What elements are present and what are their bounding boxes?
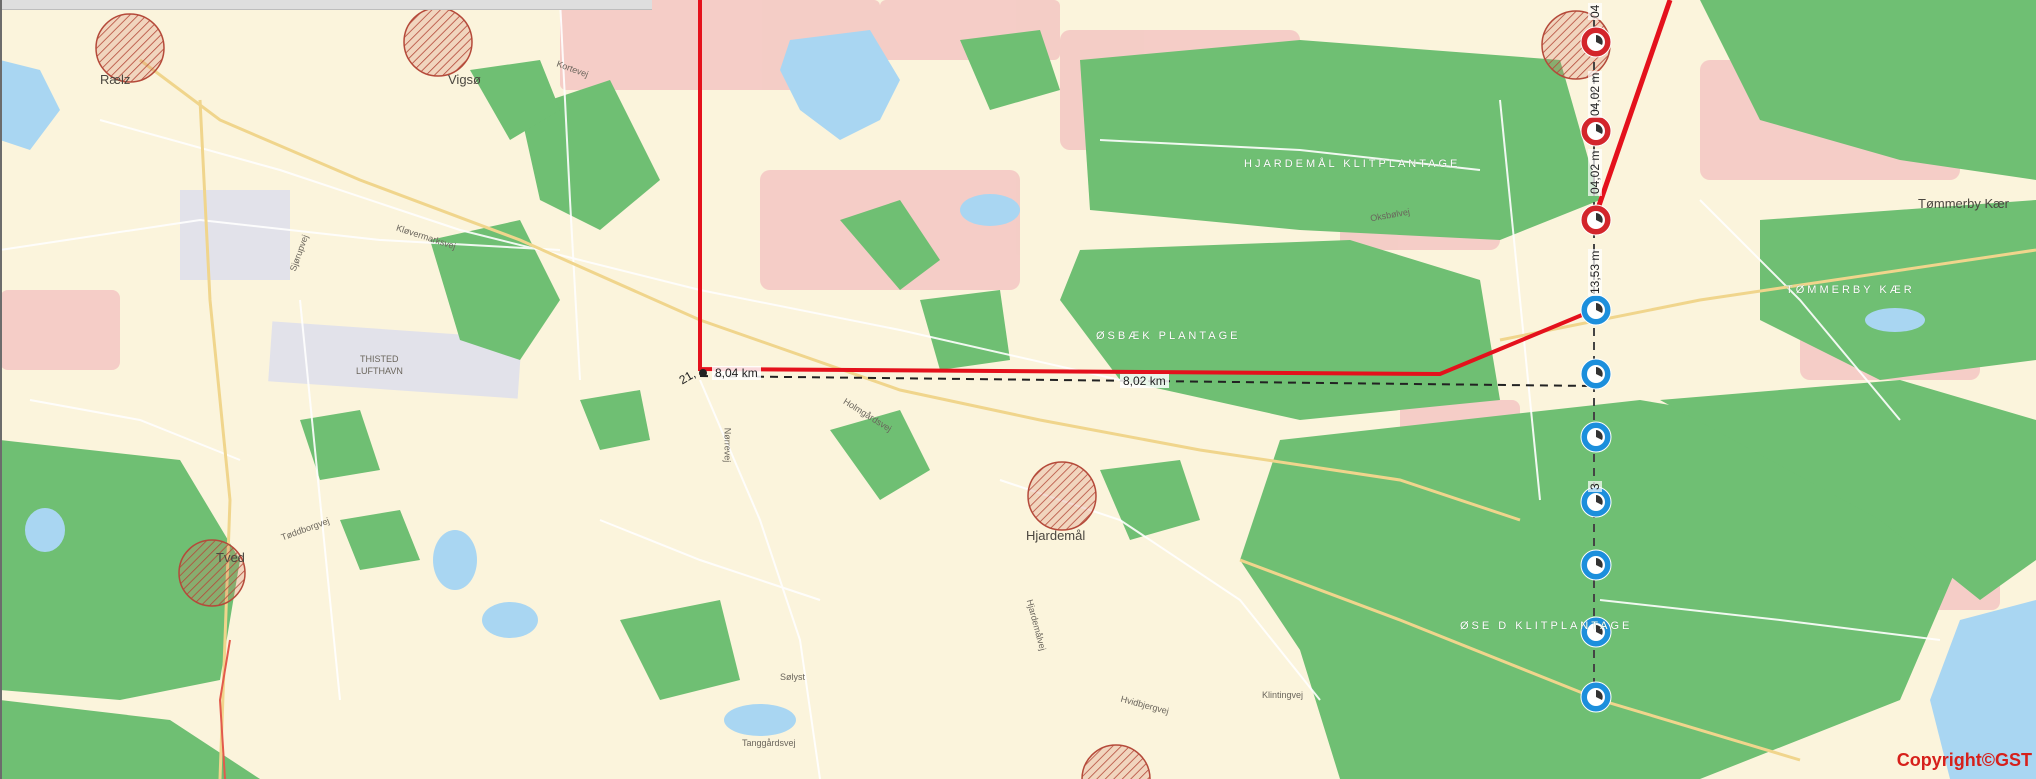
- minor-roads: [0, 0, 1941, 779]
- measure-line-dashed[interactable]: [699, 375, 1595, 387]
- measure-start-point[interactable]: [699, 369, 707, 377]
- marker-group[interactable]: [1580, 26, 1612, 713]
- forest-label-tommerby: TØMMERBY KÆR: [1786, 284, 1915, 296]
- measure-label-horizontal-mid: 8,02 km: [1120, 374, 1169, 388]
- place-label-vigsø: Vigsø: [448, 72, 481, 87]
- measure-label-vertical-a: 04,02 m: [1588, 70, 1602, 118]
- forest-label-oksbol: ØSBÆK PLANTAGE: [1096, 330, 1241, 342]
- road-label: Sølyst: [780, 672, 806, 682]
- airport-area: [180, 190, 522, 399]
- red-marker-needle-1: [1596, 124, 1603, 134]
- measure-label-vertical-d: 3: [1588, 481, 1602, 492]
- main-roads: [139, 58, 2036, 779]
- place-label-airport-1: THISTED: [360, 354, 399, 364]
- blue-marker-needle-2: [1596, 430, 1603, 440]
- copyright-label: Copyright©GST: [1896, 750, 2032, 770]
- route-line-red-diagonal[interactable]: [1591, 0, 1673, 221]
- place-label-hjardemal: Hjardemål: [1026, 528, 1086, 543]
- forest-label-klitplantage-south: ØSE D KLITPLANTAGE: [1460, 620, 1633, 632]
- place-label-airport-2: LUFTHAVN: [356, 366, 403, 376]
- measure-label-vertical-top: 04: [1588, 2, 1602, 20]
- measure-label-vertical-b: 04,02 m: [1588, 148, 1602, 196]
- measure-label-vertical-c: 13,53 m: [1588, 248, 1602, 296]
- left-border: [0, 0, 2, 779]
- blue-marker-needle-0: [1596, 303, 1603, 313]
- road-label: Klintingvej: [1262, 690, 1304, 700]
- red-marker-needle-2: [1596, 213, 1603, 223]
- blue-marker-needle-6: [1596, 690, 1603, 700]
- forest-label-hjardemal: HJARDEMÅL KLITPLANTAGE: [1244, 158, 1461, 170]
- water-areas: [0, 30, 2036, 779]
- blue-marker-needle-5: [1596, 625, 1603, 635]
- road-label: Tanggårdsvej: [742, 738, 796, 748]
- route-line-red[interactable]: [698, 0, 1595, 377]
- blue-marker-needle-4: [1596, 558, 1603, 568]
- blue-marker-needle-1: [1596, 367, 1603, 377]
- top-toolbar-strip: [0, 0, 652, 10]
- red-road: [218, 639, 231, 779]
- blue-marker-needle-3: [1596, 495, 1603, 505]
- place-label-tommerby: Tømmerby Kær: [1918, 196, 2009, 211]
- red-marker-needle-0: [1596, 35, 1603, 45]
- measure-label-horizontal-left: 8,04 km: [712, 366, 761, 380]
- place-label-raeltz: Rælz: [100, 72, 131, 87]
- place-label-tved: Tved: [216, 550, 245, 565]
- road-label: Nørrevej: [722, 427, 733, 463]
